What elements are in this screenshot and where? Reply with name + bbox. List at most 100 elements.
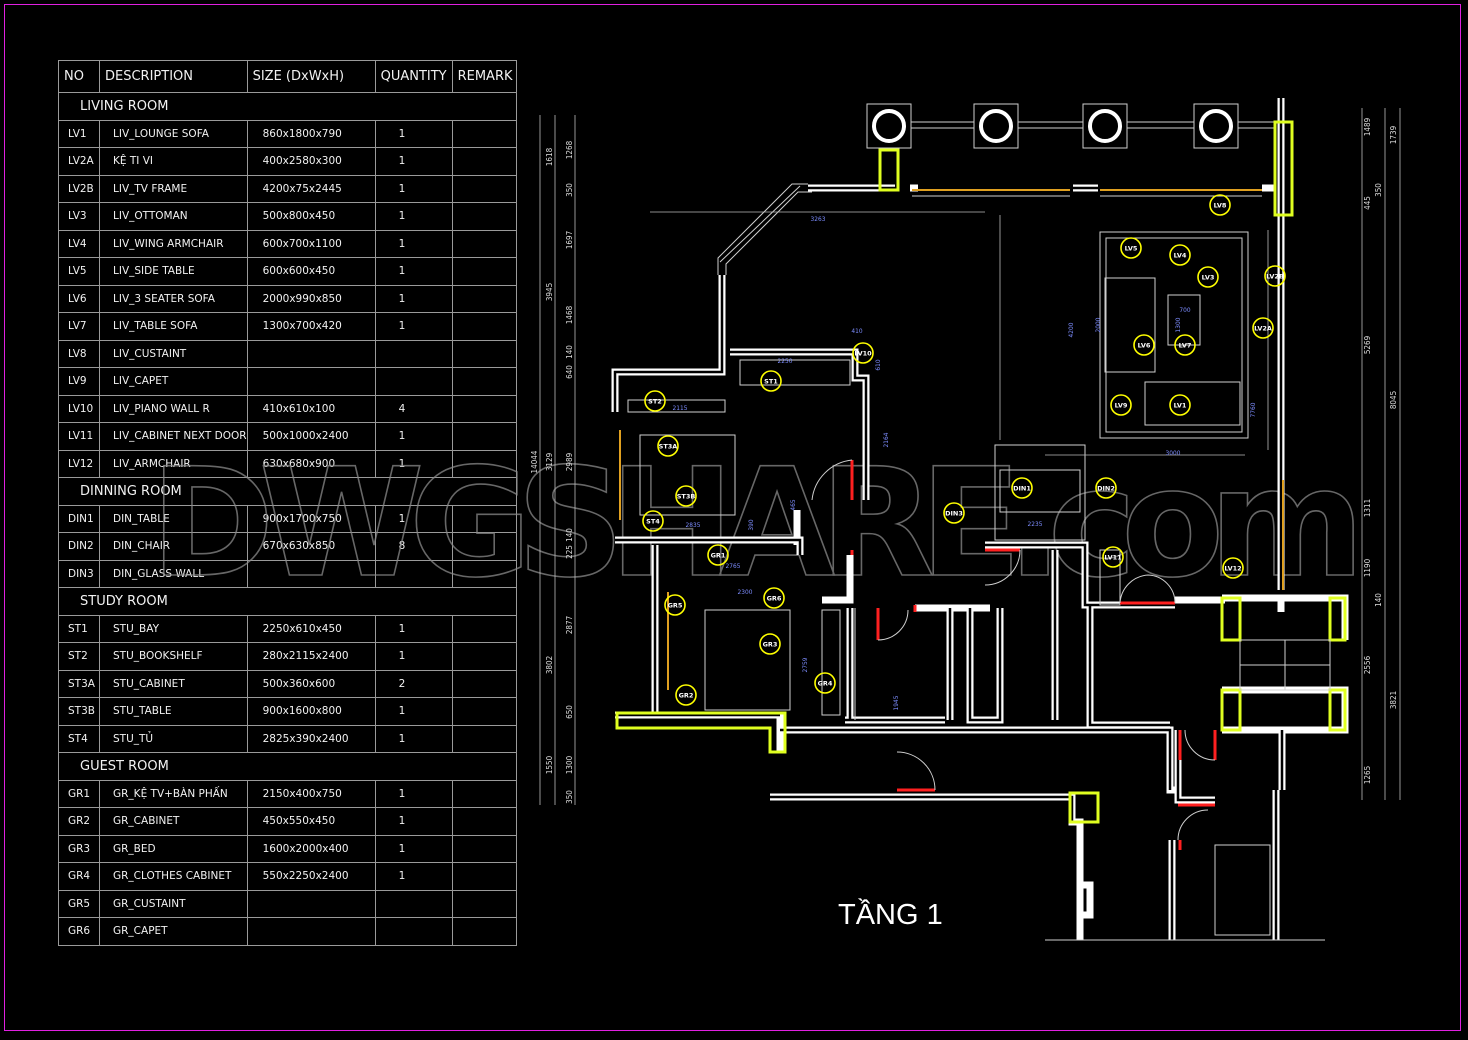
tag-circle	[763, 587, 785, 609]
furniture-tag: LV5	[1120, 237, 1142, 259]
columns	[866, 103, 1275, 149]
tag-circle	[1011, 477, 1033, 499]
cell-no: DIN1	[58, 504, 100, 533]
furniture-tag: DIN2	[1095, 477, 1117, 499]
drawing-frame	[4, 4, 1461, 1031]
furniture-tag: ST1	[760, 370, 782, 392]
dimension-label: 3129	[545, 452, 554, 471]
cell-size: 400x2580x300	[246, 147, 376, 176]
tag-circle	[657, 435, 679, 457]
furniture-tag: LV12	[1222, 557, 1244, 579]
tag-label: LV12	[1224, 565, 1241, 573]
furniture-tag: LV9	[1110, 394, 1132, 416]
cell-desc: LIV_3 SEATER SOFA	[99, 284, 248, 313]
cell-no: LV5	[58, 257, 100, 286]
furniture-tag: LV2B	[1264, 265, 1286, 287]
dimension-label: 1268	[565, 140, 574, 159]
cell-desc: KỆ TI VI	[99, 147, 248, 176]
tag-circle	[1095, 477, 1117, 499]
cell-remark	[451, 174, 517, 203]
furniture-tag: LV10	[852, 342, 874, 364]
tag-circle	[1264, 265, 1286, 287]
cell-remark	[451, 367, 517, 396]
cell-desc: LIV_OTTOMAN	[99, 202, 248, 231]
cell-desc: DIN_CHAIR	[99, 532, 248, 561]
tag-label: GR1	[711, 552, 726, 560]
cell-size: 670x630x850	[246, 532, 376, 561]
cell-no: ST1	[58, 614, 100, 643]
column-header-qty: QUANTITY	[374, 60, 453, 93]
tag-circle	[675, 485, 697, 507]
tag-circle	[852, 342, 874, 364]
tag-circle	[1110, 394, 1132, 416]
tag-circle	[1102, 546, 1124, 568]
tag-circle	[707, 544, 729, 566]
cell-qty: 1	[374, 119, 453, 148]
cell-remark	[451, 889, 517, 918]
cell-no: LV11	[58, 422, 100, 451]
furniture-tag: ST3B	[675, 485, 697, 507]
tag-circle	[943, 502, 965, 524]
tag-circle	[760, 370, 782, 392]
cell-size: 1600x2000x400	[246, 834, 376, 863]
cell-remark	[451, 669, 517, 698]
dimension-label: 8045	[1389, 391, 1398, 409]
cell-desc: STU_CABINET	[99, 669, 248, 698]
tag-label: LV3	[1202, 274, 1215, 282]
cell-desc: DIN_GLASS WALL	[99, 559, 248, 588]
cell-size: 4200x75x2445	[246, 174, 376, 203]
dimension-label: 410	[851, 327, 862, 335]
dimension-label: 140	[1374, 593, 1383, 607]
dimension-label: 1300	[1174, 317, 1182, 332]
dimension-label: 3802	[545, 656, 554, 674]
dimension-label: 14044	[530, 450, 539, 473]
tag-label: LV8	[1214, 202, 1227, 210]
dimension-label: 2877	[565, 616, 574, 634]
cell-desc: LIV_WING ARMCHAIR	[99, 229, 248, 258]
tag-label: LV2B	[1266, 273, 1284, 281]
cell-remark	[451, 147, 517, 176]
tag-label: DIN1	[1013, 485, 1031, 493]
cell-qty: 1	[374, 614, 453, 643]
tag-label: LV7	[1179, 342, 1192, 350]
tag-circle	[1209, 194, 1231, 216]
dimension-label: 390	[747, 519, 755, 530]
tag-circle	[1120, 237, 1142, 259]
dimension-label: 1468	[565, 305, 574, 324]
cell-size: 410x610x100	[246, 394, 376, 423]
cell-remark	[451, 422, 517, 451]
tag-label: DIN2	[1097, 485, 1115, 493]
cell-size: 500x800x450	[246, 202, 376, 231]
cell-qty: 1	[374, 174, 453, 203]
cell-desc: GR_BED	[99, 834, 248, 863]
dimension-label: 640	[565, 365, 574, 379]
cell-no: ST2	[58, 642, 100, 671]
tag-circle	[1252, 317, 1274, 339]
cell-size	[246, 917, 376, 946]
dimension-label: 140	[565, 345, 574, 359]
tag-circle	[1169, 244, 1191, 266]
dimension-label: 2765	[726, 562, 741, 570]
walls	[611, 98, 1349, 941]
drawing-title: TẦNG 1	[838, 897, 943, 931]
cell-qty: 1	[374, 834, 453, 863]
cell-remark	[451, 862, 517, 891]
dimension-label: 2835	[686, 521, 701, 529]
cell-desc: LIV_LOUNGE SOFA	[99, 119, 248, 148]
dimension-label: 2115	[673, 404, 688, 412]
cell-desc: LIV_ARMCHAIR	[99, 449, 248, 478]
cell-remark	[451, 697, 517, 726]
